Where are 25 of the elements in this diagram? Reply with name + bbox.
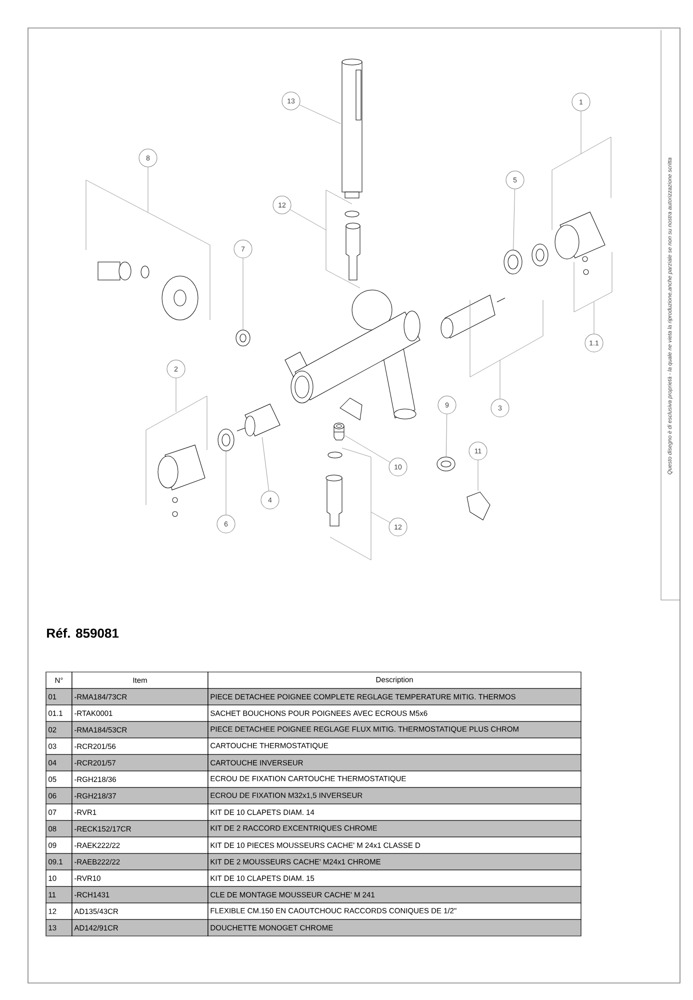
leader-line	[370, 512, 390, 523]
bracket	[326, 190, 360, 288]
reference-number: Réf. 859081	[47, 628, 119, 638]
bracket	[552, 136, 612, 230]
bracket	[330, 448, 372, 560]
leader-line	[242, 258, 244, 330]
bracket	[86, 180, 210, 320]
bracket	[470, 300, 544, 378]
aerator-drawing	[436, 456, 456, 472]
leader-line	[446, 414, 448, 457]
hand-shower-drawing	[342, 58, 362, 198]
leader-line	[345, 435, 390, 462]
leader-line	[513, 189, 515, 250]
wrench-drawing	[466, 492, 490, 520]
bracket	[146, 396, 208, 506]
cartridge-drawing	[236, 404, 280, 436]
bracket	[574, 252, 612, 312]
leader-line	[290, 209, 326, 230]
nut-drawing	[218, 428, 234, 452]
leader-line	[580, 111, 582, 154]
valve-drawing	[334, 422, 344, 440]
nut-drawing	[504, 250, 522, 274]
leader-line	[299, 104, 341, 124]
valve-drawing	[236, 330, 250, 346]
leader-line	[262, 437, 270, 492]
